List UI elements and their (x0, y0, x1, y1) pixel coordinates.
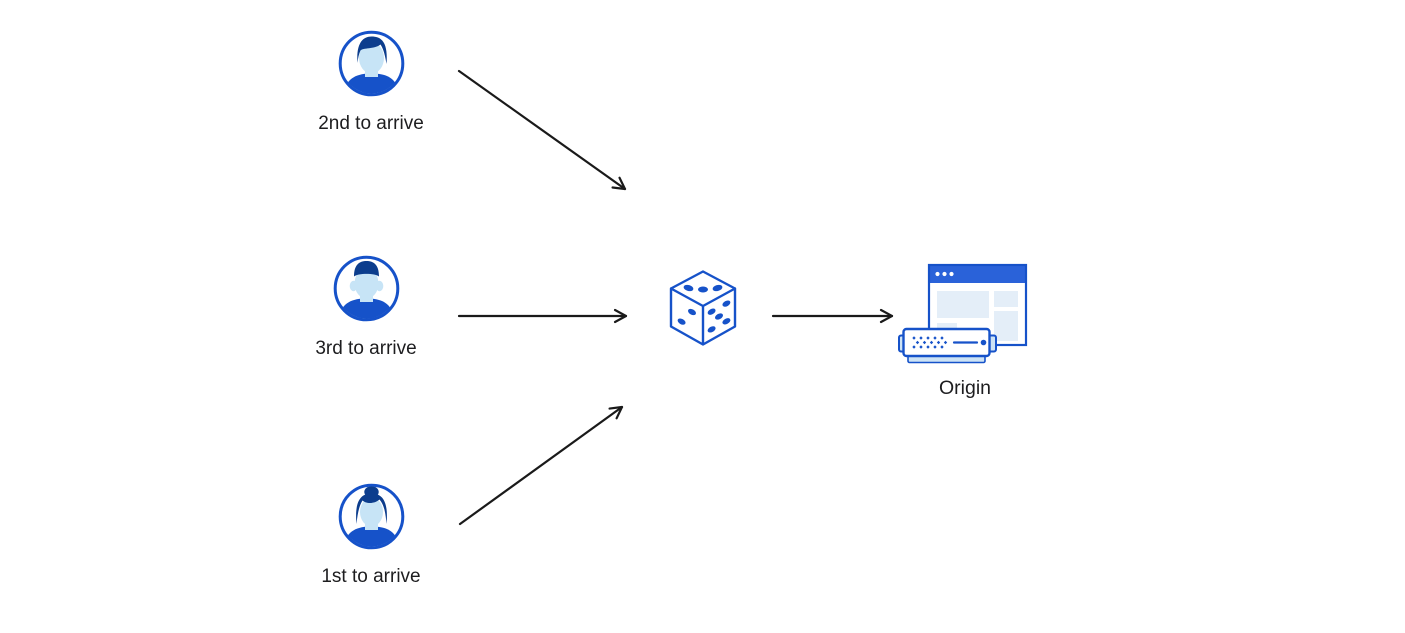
user-male-avatar-icon (338, 30, 404, 97)
node-user-third-label: 3rd to arrive (315, 338, 417, 359)
node-user-second: 2nd to arrive (301, 30, 441, 135)
user-male-flattop-avatar-icon (333, 255, 399, 322)
node-random-selector (668, 269, 738, 352)
node-user-third: 3rd to arrive (296, 255, 436, 360)
user-female-avatar-icon (338, 483, 404, 550)
origin-server-browser-icon (898, 263, 1028, 364)
node-origin-label: Origin (938, 377, 992, 399)
node-user-first: 1st to arrive (301, 483, 441, 588)
arrow-user-first-to-dice (458, 405, 624, 526)
node-user-first-label: 1st to arrive (321, 566, 421, 587)
dice-icon (669, 270, 737, 346)
node-user-second-label: 2nd to arrive (318, 113, 424, 134)
node-origin: Origin (898, 262, 1032, 400)
arrow-user-second-to-dice (457, 69, 627, 191)
